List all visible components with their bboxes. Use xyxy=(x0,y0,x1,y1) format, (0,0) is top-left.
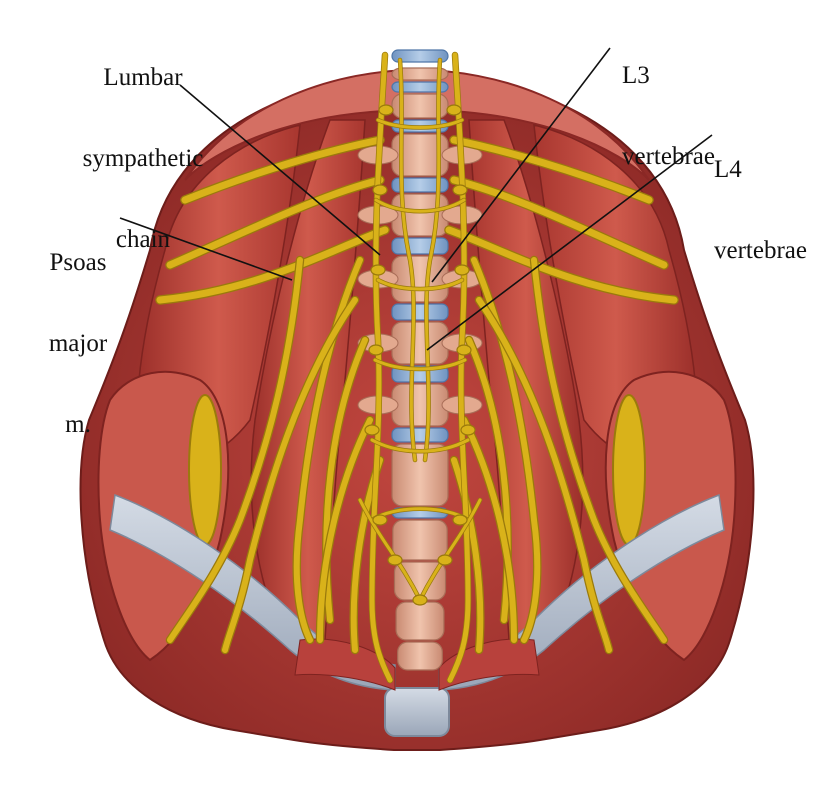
nerve xyxy=(450,136,653,204)
ganglion xyxy=(372,514,388,526)
ganglion xyxy=(452,184,468,196)
vertebral-body xyxy=(391,383,449,427)
leader-line-l4 xyxy=(426,134,713,351)
chain-strand xyxy=(376,278,464,291)
nerve xyxy=(181,136,384,204)
chain-strand xyxy=(447,52,471,683)
intervertebral-disc xyxy=(391,237,449,255)
ganglion xyxy=(456,344,472,356)
ganglion xyxy=(437,554,453,566)
leader-line-psoas xyxy=(119,217,293,281)
ganglion xyxy=(370,264,386,276)
nerve xyxy=(445,226,678,304)
nerve xyxy=(166,176,384,269)
nerve xyxy=(531,257,667,643)
ganglion xyxy=(364,424,380,436)
pelvic-floor xyxy=(294,638,396,691)
nerve xyxy=(461,417,517,643)
ganglion xyxy=(378,104,394,116)
nerve xyxy=(450,176,668,269)
label-psoas-major: Psoas major m. xyxy=(48,249,108,438)
ganglion xyxy=(372,184,388,196)
vertebral-body xyxy=(391,443,449,507)
vertebral-body xyxy=(392,519,448,561)
intervertebral-disc xyxy=(391,303,449,321)
intervertebral-disc xyxy=(391,49,449,63)
chain-strand xyxy=(423,58,442,462)
ganglion xyxy=(446,104,462,116)
ganglion xyxy=(412,594,428,606)
intervertebral-disc xyxy=(391,427,449,443)
left-iliacus-nerve-mass xyxy=(188,394,222,546)
nerve xyxy=(317,417,373,643)
vertebral-column xyxy=(357,49,483,671)
leader-line-lumbar-chain xyxy=(179,84,381,256)
chain-strand xyxy=(373,358,467,371)
intervertebral-disc xyxy=(391,177,449,193)
nerve xyxy=(476,297,612,653)
lumbar-plexus-nerves xyxy=(155,135,679,655)
right-iliacus-nerve-mass xyxy=(612,394,646,546)
nerve xyxy=(156,226,389,304)
intervertebral-disc xyxy=(391,81,449,93)
label-lumbar-sympathetic-chain: Lumbar sympathetic chain xyxy=(82,64,204,253)
chain-strand xyxy=(398,58,417,462)
nerve xyxy=(222,297,358,653)
ganglion xyxy=(387,554,403,566)
nerve xyxy=(451,457,484,653)
ganglion xyxy=(368,344,384,356)
chain-strand xyxy=(369,52,393,683)
vertebral-body xyxy=(391,93,449,119)
leader-lines xyxy=(119,47,713,351)
leader-line-l3 xyxy=(431,47,611,283)
chain-strand xyxy=(374,198,466,213)
diaphragm-rim xyxy=(184,68,650,181)
label-l3-vertebrae: L3 vertebrae xyxy=(622,62,715,170)
chain-strand xyxy=(376,118,464,129)
vertebral-body xyxy=(391,321,449,365)
vertebral-body xyxy=(395,601,445,641)
ganglion xyxy=(454,264,470,276)
ganglion xyxy=(452,514,468,526)
vertebral-body xyxy=(391,67,449,81)
chain-strand xyxy=(370,438,470,453)
sympathetic-chain xyxy=(357,51,483,684)
nerve xyxy=(167,257,303,643)
ganglion xyxy=(460,424,476,436)
pubic-symphysis xyxy=(384,687,450,737)
vertebral-body xyxy=(391,255,449,303)
label-l4-vertebrae: L4 vertebrae xyxy=(714,156,807,264)
vertebral-body xyxy=(397,641,443,671)
